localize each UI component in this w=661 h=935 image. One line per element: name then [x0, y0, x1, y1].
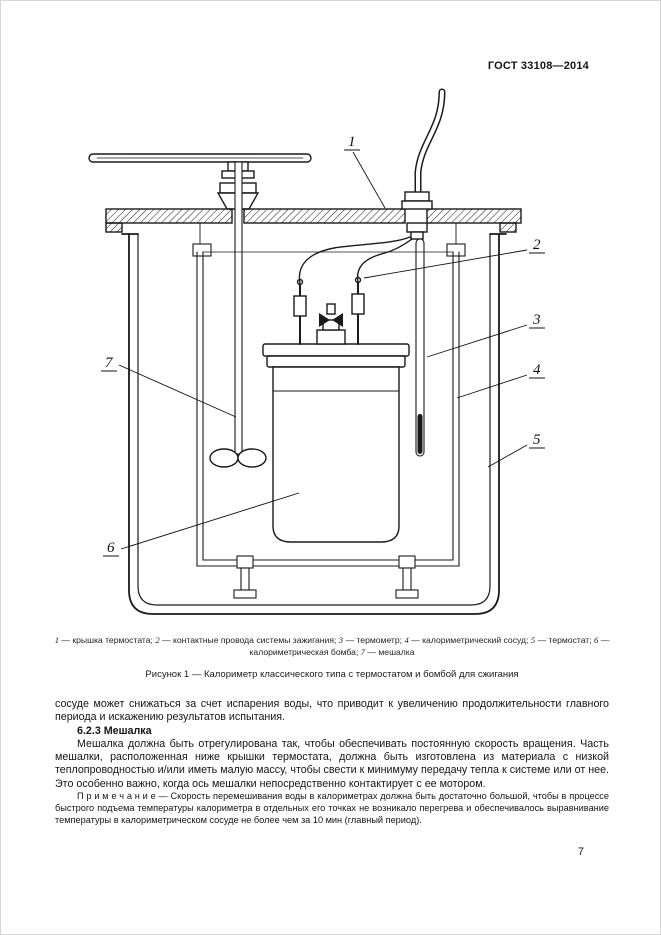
stirrer-shaft: [234, 161, 243, 455]
callout-6: 6: [107, 540, 115, 556]
section-heading: 6.2.3 Мешалка: [55, 725, 609, 738]
section-title: Мешалка: [103, 724, 152, 737]
thermostat-lid: [105, 208, 522, 233]
thermometer: [415, 238, 425, 457]
calorimeter-diagram: 1 2 3 4 5 6 7: [88, 88, 545, 615]
callout-4: 4: [533, 362, 541, 378]
calorimetric-bomb: [262, 276, 410, 543]
callout-3: 3: [532, 312, 541, 328]
thermostat-vessel: [121, 233, 507, 615]
paragraph-continuation: сосуде может снижаться за счет испарения…: [55, 698, 609, 724]
figure-callouts: 1 2 3 4 5 6 7: [101, 134, 545, 557]
callout-1: 1: [348, 134, 356, 150]
ignition-wires: [298, 236, 413, 285]
note-label: П р и м е ч а н и е: [77, 790, 156, 801]
callout-2: 2: [533, 237, 541, 253]
note-paragraph: П р и м е ч а н и е — Скорость перемешив…: [55, 791, 609, 827]
callout-5: 5: [533, 432, 541, 448]
note-text: — Скорость перемешивания воды в калориме…: [55, 790, 609, 825]
figure-caption: Рисунок 1 — Калориметр классического тип…: [145, 669, 519, 680]
vessel-feet: [233, 555, 419, 599]
bomb-terminals: [293, 276, 365, 345]
page-number: 7: [577, 846, 584, 858]
figure-legend: 1 — крышка термостата; 2 — контактные пр…: [54, 635, 610, 657]
lid-gland-fitting: [401, 191, 433, 240]
paragraph-mixer: Мешалка должна быть отрегулирована так, …: [55, 737, 609, 790]
stirrer-drive: [88, 153, 312, 210]
callout-7: 7: [105, 355, 114, 371]
calorimetric-vessel: [192, 222, 466, 599]
body-text: сосуде может снижаться за счет испарения…: [55, 698, 609, 827]
section-number: 6.2.3: [77, 724, 101, 737]
doc-number: ГОСТ 33108—2014: [487, 60, 589, 72]
stirrer-propeller: [209, 448, 267, 468]
inlet-tube: [414, 88, 446, 200]
